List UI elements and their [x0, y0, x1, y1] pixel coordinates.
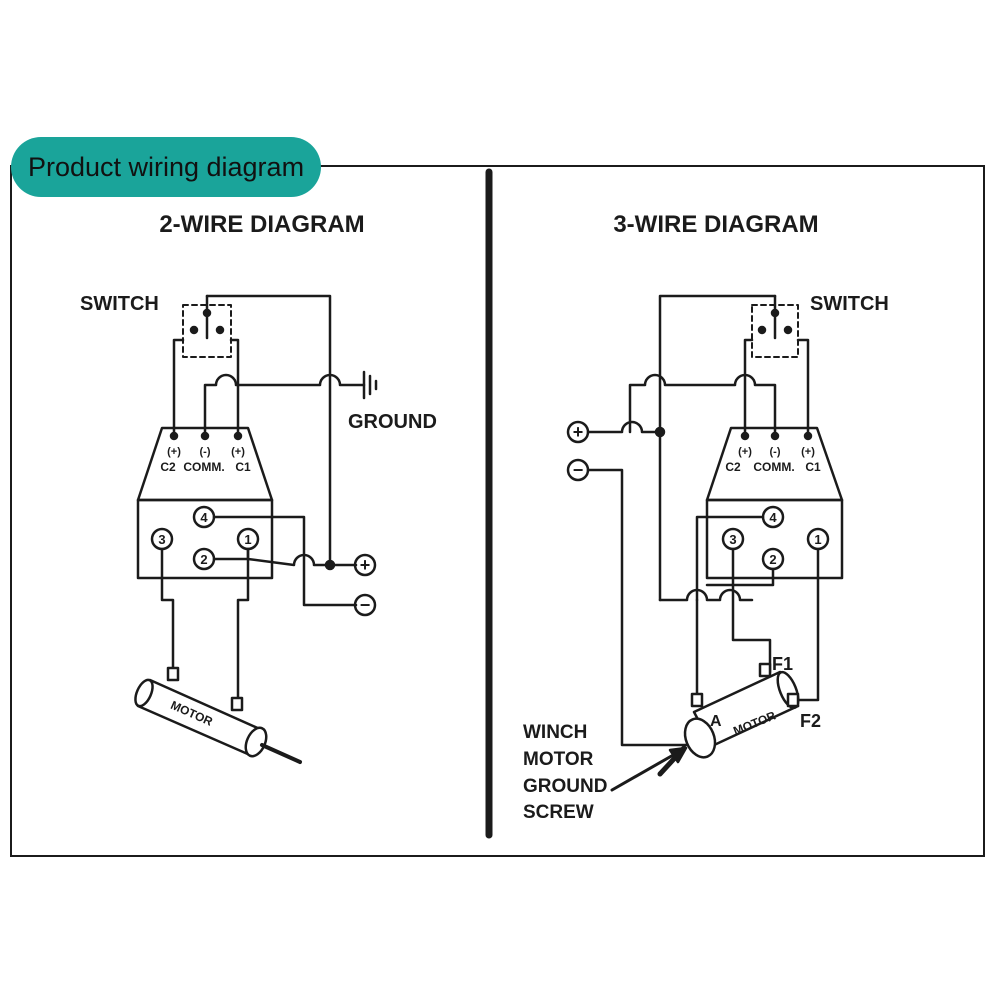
svg-text:−: − [360, 595, 371, 615]
two-wire-motor: MOTOR [134, 666, 302, 764]
two-wire-post-2: 2 [200, 552, 207, 567]
two-wire-sign-comm: (-) [200, 446, 211, 458]
three-wire-title: 3-WIRE DIAGRAM [613, 211, 818, 238]
two-wire-label-comm: COMM. [183, 460, 224, 474]
two-wire-solenoid [136, 426, 274, 580]
field-one-label: F1 [772, 654, 793, 674]
two-wire-sign-c1: (+) [231, 446, 245, 458]
three-wire-switch [751, 294, 799, 358]
three-wire-solenoid [705, 426, 844, 580]
three-wire-post-4: 4 [769, 510, 777, 525]
title-badge-label: Product wiring diagram [27, 151, 305, 182]
three-wire-label-c1: C1 [805, 460, 821, 474]
title-badge: Product wiring diagram [11, 137, 321, 197]
three-wire-sign-c2: (+) [738, 446, 752, 458]
three-wire-battery-minus: − [566, 458, 590, 482]
three-wire-sign-c1: (+) [801, 446, 815, 458]
three-wire-switch-label: SWITCH [810, 293, 889, 315]
armature-label: A [710, 713, 722, 730]
two-wire-post-3: 3 [158, 532, 165, 547]
svg-text:−: − [573, 460, 584, 480]
two-wire-post-4: 4 [200, 510, 208, 525]
ground-symbol [362, 370, 378, 400]
two-wire-label-c2: C2 [160, 460, 176, 474]
field-two-label: F2 [800, 711, 821, 731]
three-wire-post-2: 2 [769, 552, 776, 567]
screw-label-line1: WINCH [523, 722, 587, 743]
two-wire-label-c1: C1 [235, 460, 251, 474]
two-wire-switch-label: SWITCH [80, 293, 159, 315]
three-wire-post-1: 1 [814, 532, 821, 547]
svg-text:+: + [573, 422, 584, 442]
screw-label-line2: MOTOR [523, 749, 594, 770]
three-wire-diagram: 3-WIRE DIAGRAM SWITCH + − [523, 211, 889, 823]
svg-text:+: + [360, 555, 371, 575]
three-wire-sign-comm: (-) [770, 446, 781, 458]
two-wire-post-1: 1 [244, 532, 251, 547]
two-wire-sign-c2: (+) [167, 446, 181, 458]
three-wire-label-comm: COMM. [753, 460, 794, 474]
two-wire-title: 2-WIRE DIAGRAM [159, 211, 364, 238]
three-wire-battery-plus: + [566, 420, 590, 444]
two-wire-battery-plus: + [353, 553, 377, 577]
two-wire-battery-minus: − [353, 593, 377, 617]
diagram-frame [10, 165, 985, 857]
screw-label-line4: SCREW [523, 802, 594, 823]
three-wire-label-c2: C2 [725, 460, 741, 474]
ground-label: GROUND [348, 411, 437, 433]
three-wire-motor: MOTOR [657, 662, 800, 777]
ground-screw-arrow [610, 746, 688, 792]
three-wire-post-3: 3 [729, 532, 736, 547]
two-wire-diagram: 2-WIRE DIAGRAM SWITCH GROUND [80, 211, 437, 764]
screw-label-line3: GROUND [523, 776, 607, 797]
two-wire-switch [182, 294, 232, 358]
